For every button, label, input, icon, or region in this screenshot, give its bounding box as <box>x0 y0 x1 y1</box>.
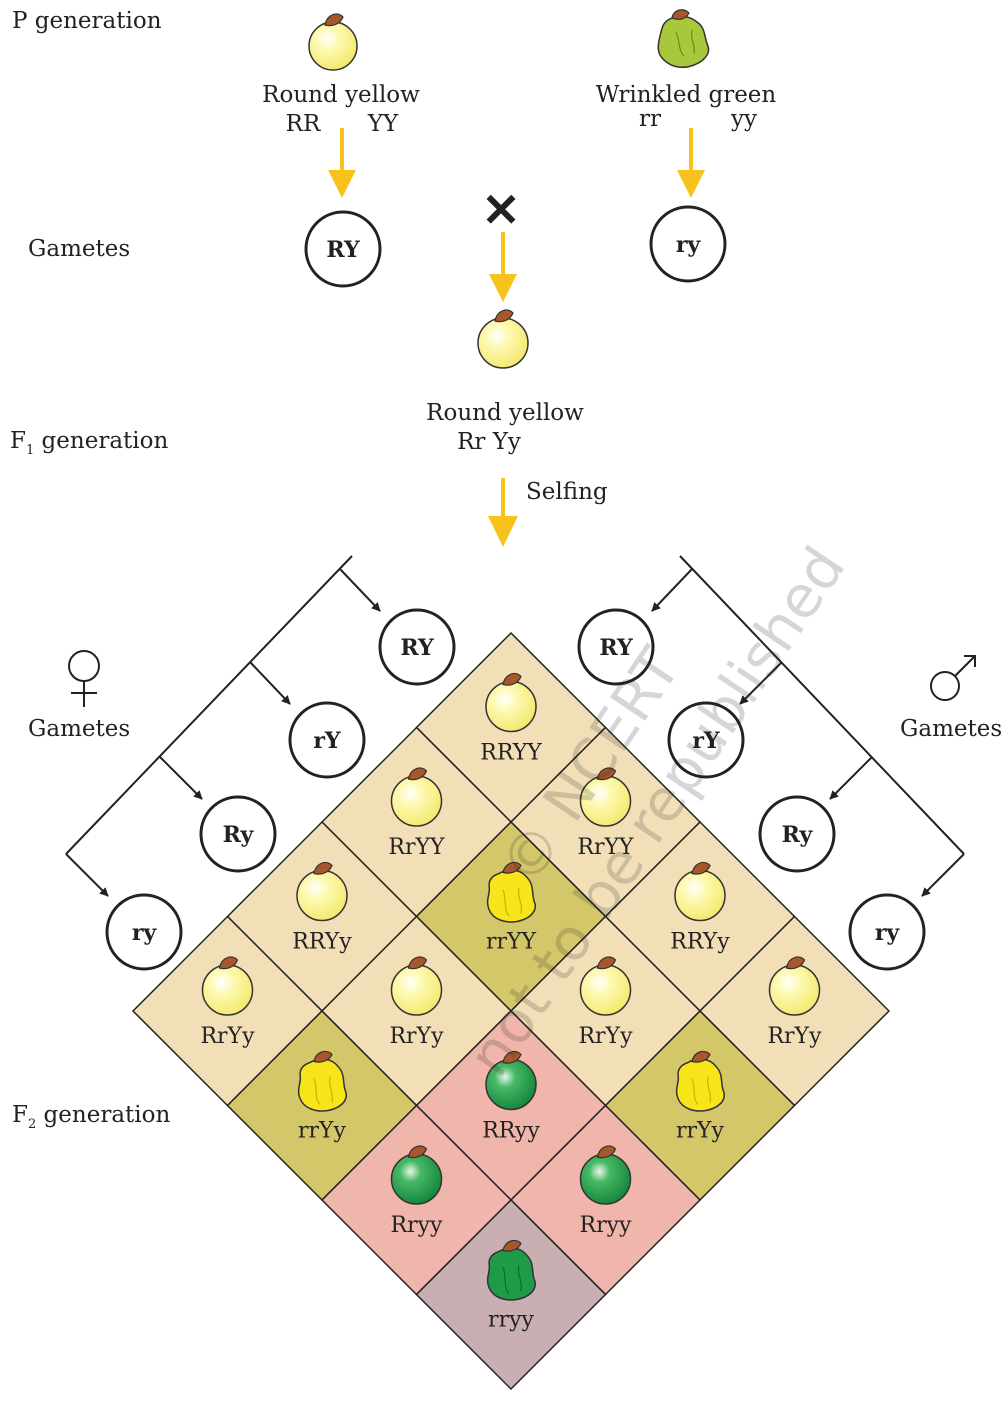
punnett-genotype: RrYY <box>388 835 445 860</box>
gametes-label: Gametes <box>28 236 130 262</box>
female-gamete: rY <box>288 701 366 779</box>
round-yellow-seed-icon <box>390 767 443 827</box>
svg-text:ry: ry <box>676 232 702 258</box>
punnett-genotype: rrYy <box>298 1119 347 1144</box>
parent-left-allele-y: YY <box>367 111 399 137</box>
punnett-cell: rryy <box>415 1198 607 1391</box>
f1-round-yellow-seed <box>477 309 529 369</box>
round-yellow-seed-icon <box>579 956 632 1016</box>
arrow-down-icon <box>677 128 705 198</box>
f1-phenotype: Round yellow <box>426 400 584 426</box>
male-gametes-label: Gametes <box>900 716 1002 742</box>
male-gamete: rY <box>667 701 745 779</box>
parent-round-yellow-seed <box>308 13 358 71</box>
round-green-seed-icon <box>485 1050 537 1111</box>
f1-gametes: RY rY Ry ry RY rY Ry ry <box>105 608 926 971</box>
round-yellow-seed-icon <box>579 767 632 827</box>
punnett-genotype: RRYy <box>670 930 730 955</box>
punnett-genotype: rrYy <box>676 1119 725 1144</box>
round-green-seed-icon <box>390 1145 443 1205</box>
arrow-down-icon <box>488 478 518 547</box>
round-yellow-seed-icon <box>485 672 537 733</box>
parent-right-allele-y: yy <box>730 106 757 132</box>
punnett-genotype: RrYy <box>767 1024 822 1049</box>
punnett-genotype: Rryy <box>580 1213 633 1238</box>
parent-left-phenotype: Round yellow <box>262 82 420 108</box>
selfing-label: Selfing <box>526 479 608 505</box>
punnett-genotype: RrYy <box>200 1024 255 1049</box>
female-gamete: RY <box>378 608 456 686</box>
punnett-genotype: RRyy <box>482 1119 540 1144</box>
female-gamete: ry <box>105 893 183 971</box>
punnett-genotype: RRYy <box>292 930 352 955</box>
punnett-genotype: Rryy <box>391 1213 444 1238</box>
male-gamete: Ry <box>758 795 836 873</box>
punnett-genotype: rryy <box>488 1308 534 1333</box>
svg-text:ry: ry <box>875 920 901 946</box>
punnett-genotype: RRYY <box>480 741 542 766</box>
round-yellow-seed-icon <box>296 861 348 922</box>
gamete-branches <box>65 555 965 897</box>
female-symbol-icon <box>68 650 100 707</box>
female-gamete: Ry <box>199 795 277 873</box>
parent-wrinkled-green-seed <box>657 9 710 69</box>
svg-text:ry: ry <box>132 920 158 946</box>
parent-right-allele-r: rr <box>639 106 661 132</box>
arrow-down-icon <box>489 232 517 302</box>
parent-right-phenotype: Wrinkled green <box>596 82 777 108</box>
parent-left-allele-r: RR <box>286 111 321 137</box>
svg-text:RY: RY <box>599 635 633 661</box>
cross-icon: ✕ <box>482 183 521 237</box>
round-yellow-seed-icon <box>674 861 726 922</box>
arrow-down-icon <box>328 128 356 198</box>
gamete-parent-left: RY <box>304 210 382 288</box>
p-generation-label: P generation <box>12 8 162 34</box>
svg-text:RY: RY <box>326 237 360 263</box>
punnett-genotype: RrYY <box>577 835 634 860</box>
male-gamete: ry <box>848 893 926 971</box>
male-symbol-icon <box>930 655 976 701</box>
punnett-genotype: rrYY <box>486 930 537 955</box>
wrinkled-yellow-seed-icon <box>486 861 536 923</box>
round-green-seed-icon <box>579 1145 632 1205</box>
svg-text:Ry: Ry <box>223 822 255 848</box>
f1-genotype: Rr Yy <box>457 429 521 455</box>
svg-text:Ry: Ry <box>782 822 814 848</box>
male-gamete: RY <box>577 608 655 686</box>
f1-generation-label: F1 generation <box>10 428 168 458</box>
wrinkled-green-seed-icon <box>486 1239 536 1301</box>
round-yellow-seed-icon <box>768 956 821 1016</box>
female-gametes-label: Gametes <box>28 716 130 742</box>
gamete-parent-right: ry <box>649 205 727 283</box>
punnett-genotype: RrYy <box>389 1024 444 1049</box>
wrinkled-yellow-seed-icon <box>297 1050 347 1112</box>
round-yellow-seed-icon <box>390 956 443 1016</box>
svg-text:rY: rY <box>692 728 720 754</box>
f2-generation-label: F2 generation <box>12 1102 170 1132</box>
wrinkled-yellow-seed-icon <box>675 1050 725 1112</box>
punnett-genotype: RrYy <box>578 1024 633 1049</box>
svg-text:rY: rY <box>313 728 341 754</box>
round-yellow-seed-icon <box>201 956 254 1016</box>
svg-text:RY: RY <box>400 635 434 661</box>
